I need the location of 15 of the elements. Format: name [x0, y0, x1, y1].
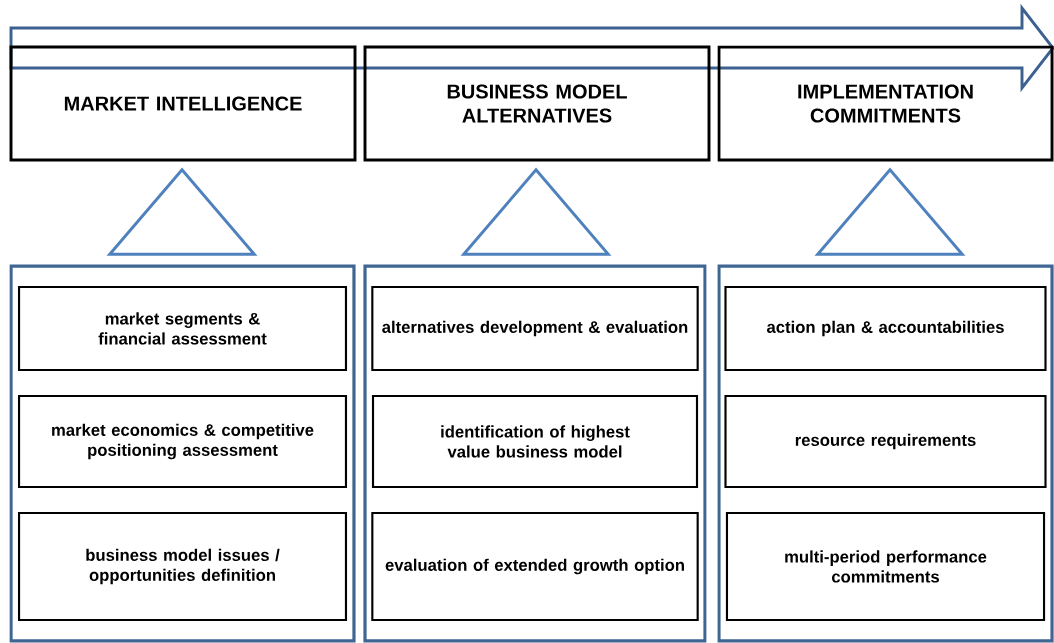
activity-box: resource requirements — [724, 394, 1047, 489]
activity-box: market economics & competitive positioning assessment — [18, 394, 348, 489]
stage-header-box: BUSINESS MODEL ALTERNATIVES — [363, 45, 711, 162]
activity-box: business model issues / opportunities definition — [18, 511, 348, 622]
panel-box — [9, 264, 356, 643]
panel-box — [717, 264, 1054, 643]
stage-header-box: IMPLEMENTATION COMMITMENTS — [717, 45, 1054, 162]
activity-box: action plan & accountabilities — [724, 285, 1047, 372]
activity-box: evaluation of extended growth option — [371, 511, 699, 622]
stage-header-box: MARKET INTELLIGENCE — [9, 45, 357, 162]
activity-box: alternatives development & evaluation — [371, 285, 699, 372]
activity-box: identification of highest value business model — [371, 394, 699, 489]
activity-box: market segments & financial assessment — [18, 285, 348, 372]
activity-box: multi-period performance commitments — [725, 511, 1046, 622]
panel-box — [363, 264, 707, 643]
